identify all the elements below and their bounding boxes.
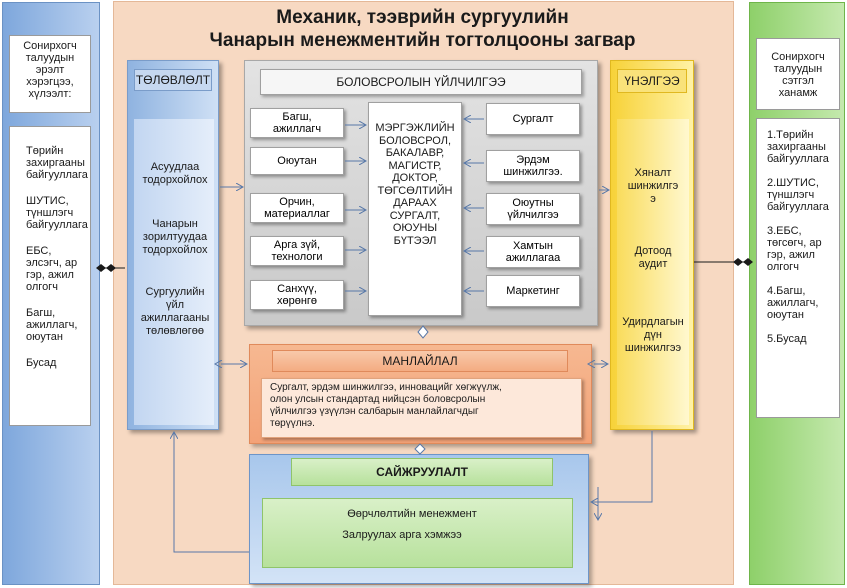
diamond-right-end xyxy=(743,258,753,266)
right-panel-header: Сонирхогч талуудын сэтгэл ханамж xyxy=(756,38,840,110)
planning-inner xyxy=(134,119,214,425)
planning-column: ТӨЛӨВЛӨЛТ Асуудлаа тодорхойлох Чанарын з… xyxy=(127,60,219,430)
right-item-partners: 2.ШУТИС, түншлэгч байгууллага xyxy=(767,177,829,213)
right-item-staff: 4.Багш, ажиллагч, оюутан xyxy=(767,285,819,321)
arrow-improvement-to-planning xyxy=(174,432,249,553)
education-services-header: БОЛОВСРОЛЫН ҮЙЛЧИЛГЭЭ xyxy=(260,69,582,95)
evaluation-inner xyxy=(617,119,689,425)
connector-services-leadership xyxy=(417,325,429,339)
service-cell-marketing: Маркетинг xyxy=(486,275,580,307)
planning-item-quality-goals: Чанарын зорилтуудаа тодорхойлох xyxy=(142,218,208,256)
left-item-schools: ЕБС, элсэгч, ар гэр, ажил олгогч xyxy=(26,245,78,293)
diamond-left-start xyxy=(96,264,106,272)
improvement-corrective-action: Залруулах арга хэмжээ xyxy=(342,529,462,541)
service-cell-teachers: Багш,ажиллагч xyxy=(250,108,344,138)
service-core-text: МЭРГЭЖЛИЙН БОЛОВСРОЛ, БАКАЛАВР, МАГИСТР,… xyxy=(375,122,455,247)
evaluation-item-monitoring: Хяналт шинжилгэ э xyxy=(627,167,679,205)
diamond-right-start xyxy=(733,258,743,266)
evaluation-header: ҮНЭЛГЭЭ xyxy=(617,69,687,93)
leadership-text-box: Сургалт, эрдэм шинжилгээ, инновацийг хөг… xyxy=(261,378,582,438)
leadership-header: МАНЛАЙЛАЛ xyxy=(272,350,568,372)
connector-leadership-improvement xyxy=(414,443,426,455)
service-cell-training: Сургалт xyxy=(486,103,580,135)
title-line-2: Чанарын менежментийн тогтолцооны загвар xyxy=(209,30,636,51)
diagram-title: Механик, тээврийн сургуулийн Чанарын мен… xyxy=(150,6,695,52)
improvement-items-box xyxy=(262,498,573,568)
improvement-header: САЙЖРУУЛАЛТ xyxy=(291,458,553,486)
right-panel-list: 1.Төрийн захиргааны байгууллага 2.ШУТИС,… xyxy=(756,118,840,418)
planning-header: ТӨЛӨВЛӨЛТ xyxy=(134,69,212,91)
evaluation-item-management-review: Удирдлагын дүн шинжилгээ xyxy=(622,316,684,354)
service-cell-methodology: Арга зүй,технологи xyxy=(250,236,344,266)
service-cell-students: Оюутан xyxy=(250,147,344,175)
service-cell-environment: Орчин,материаллаг xyxy=(250,193,344,223)
right-item-government: 1.Төрийн захиргааны байгууллага xyxy=(767,129,829,165)
service-core-box xyxy=(368,102,462,316)
left-item-government: Төрийн захиргааны байгууллага xyxy=(26,145,88,181)
diamond-left-end xyxy=(106,264,116,272)
right-item-schools: 3.ЕБС, төгсөгч, ар гэр, ажил олгогч xyxy=(767,225,822,273)
left-item-staff: Багш, ажиллагч, оюутан xyxy=(26,307,78,343)
left-item-partners: ШУТИС, түншлэгч байгууллага xyxy=(26,195,88,231)
left-panel-header: Сонирхогч талуудын эрэлт хэрэгцээ, хүлээ… xyxy=(9,35,91,113)
planning-item-problem: Асуудлаа тодорхойлох xyxy=(142,161,208,186)
planning-item-operations-plan: Сургуулийн үйл ажиллагааны төлөвлөгөө xyxy=(140,286,210,337)
evaluation-item-internal-audit: Дотоод аудит xyxy=(634,245,672,270)
right-item-other: 5.Бусад xyxy=(767,333,807,345)
title-line-1: Механик, тээврийн сургуулийн xyxy=(276,7,569,28)
evaluation-column: ҮНЭЛГЭЭ Хяналт шинжилгэ э Дотоод аудит У… xyxy=(610,60,694,430)
arrow-evaluation-to-improvement xyxy=(591,431,653,502)
left-panel-list: Төрийн захиргааны байгууллага ШУТИС, түн… xyxy=(9,126,91,426)
improvement-change-management: Өөрчлөлтийн менежмент xyxy=(347,508,477,520)
service-cell-finance: Санхүү,хөрөнгө xyxy=(250,280,344,310)
left-item-other: Бусад xyxy=(26,357,57,369)
